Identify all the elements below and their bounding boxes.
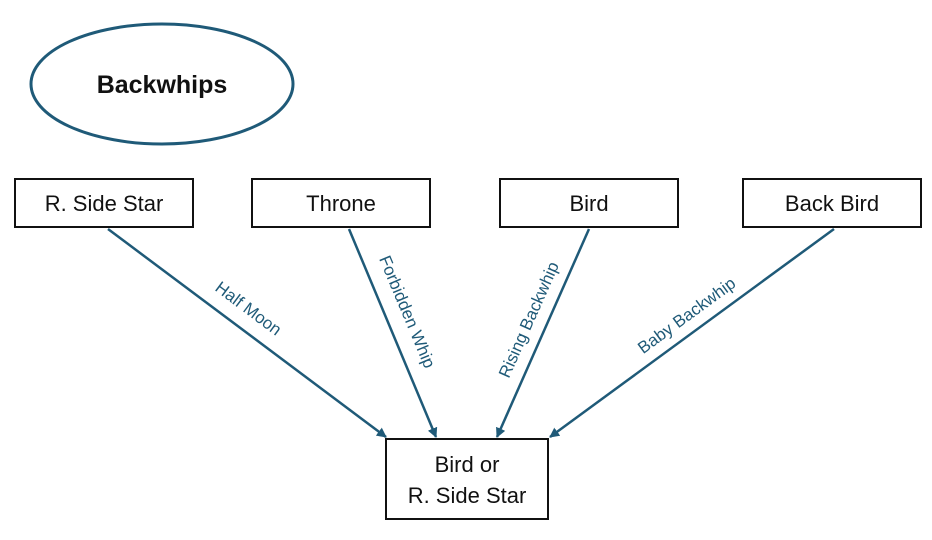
node-label: Throne bbox=[306, 191, 376, 216]
title-ellipse bbox=[29, 22, 295, 146]
node-throne: Throne bbox=[251, 178, 431, 228]
target-label-line1: Bird or bbox=[435, 452, 500, 477]
target-label-line2: R. Side Star bbox=[408, 483, 527, 508]
node-back-bird: Back Bird bbox=[742, 178, 922, 228]
node-label: Back Bird bbox=[785, 191, 879, 216]
node-label: R. Side Star bbox=[45, 191, 164, 216]
node-r-side-star: R. Side Star bbox=[14, 178, 194, 228]
edge-arrow-forbidden-whip bbox=[347, 228, 438, 438]
node-bird-or-r-side-star: Bird or R. Side Star bbox=[385, 438, 549, 520]
edge-label-half-moon: Half Moon bbox=[212, 278, 285, 340]
edge-arrow-rising-backwhip bbox=[495, 228, 591, 438]
edge-arrow-baby-backwhip bbox=[549, 227, 835, 439]
node-bird: Bird bbox=[499, 178, 679, 228]
diagram-title: Backwhips bbox=[97, 71, 228, 99]
edge-arrow-half-moon bbox=[107, 227, 387, 439]
node-label: Bird bbox=[569, 191, 608, 216]
edge-label-baby-backwhip: Baby Backwhip bbox=[634, 274, 739, 358]
